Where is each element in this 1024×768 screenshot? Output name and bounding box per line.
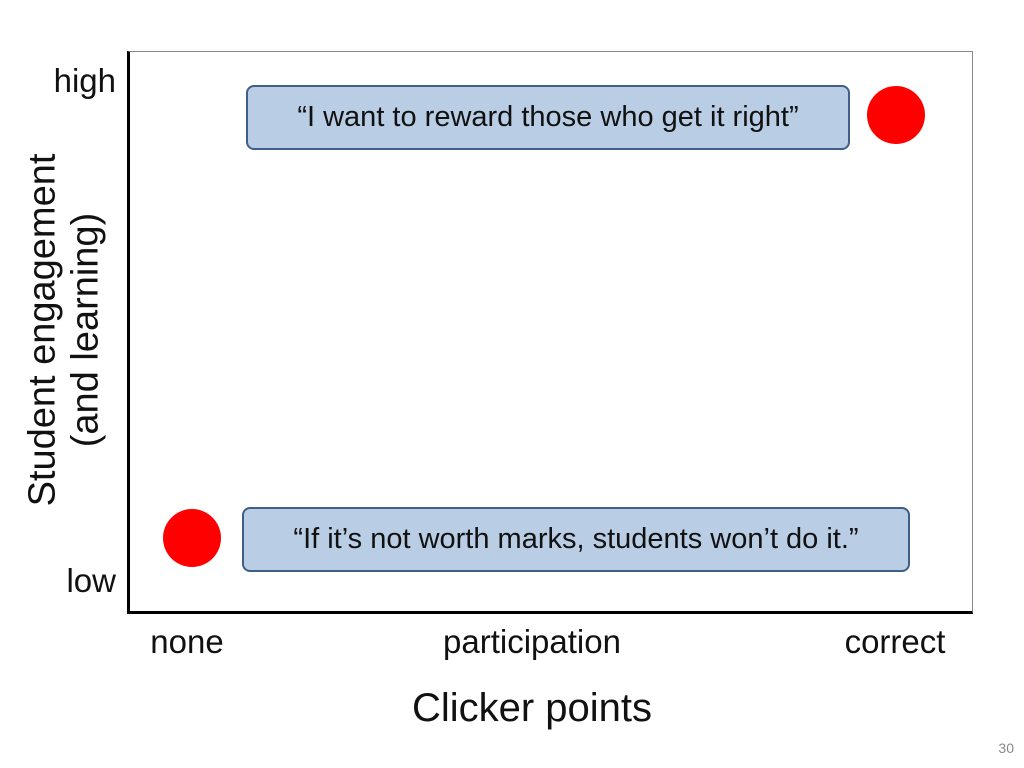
annotation-not-worth-marks: “If it’s not worth marks, students won’t… [242, 507, 910, 572]
x-tick-participation: participation [443, 623, 621, 660]
slide-number: 30 [998, 740, 1014, 756]
y-axis-label-line-1: Student engagement [21, 153, 64, 507]
data-point-none-low [163, 509, 221, 567]
data-point-correct-high [867, 86, 925, 144]
plot-area [127, 51, 973, 614]
annotation-reward-correct: “I want to reward those who get it right… [246, 85, 850, 150]
y-tick-high: high [53, 62, 116, 99]
x-tick-none: none [150, 623, 224, 660]
x-axis-label: Clicker points [411, 686, 653, 730]
y-axis-label-line-2: (and learning) [64, 212, 106, 448]
x-tick-correct: correct [844, 623, 946, 660]
y-axis-label: Student engagement (and learning) [21, 154, 106, 507]
y-tick-low: low [66, 562, 116, 599]
